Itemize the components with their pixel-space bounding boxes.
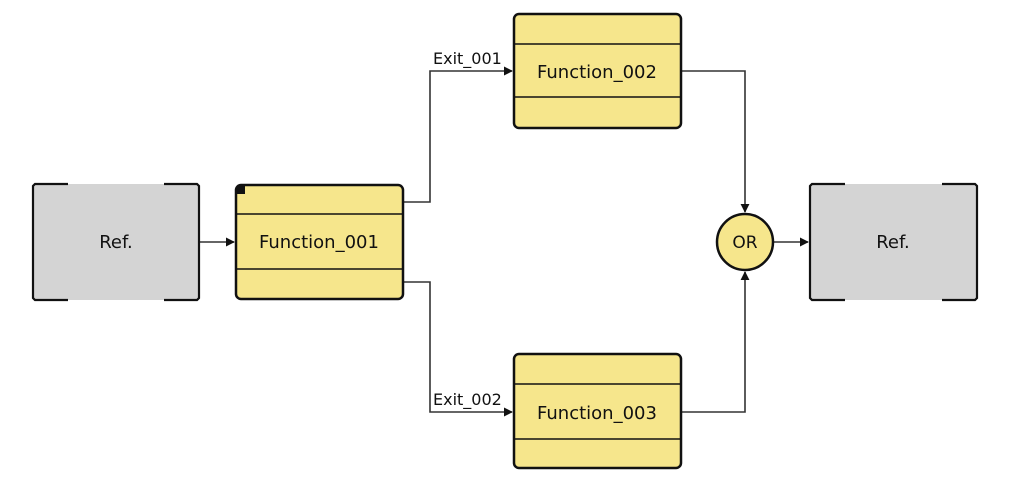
function-003-label: Function_003 (537, 403, 657, 424)
function-001-label: Function_001 (259, 232, 379, 253)
ref-right-label: Ref. (876, 232, 910, 253)
edge-exit-002[interactable] (403, 281, 513, 417)
or-gate-label: OR (732, 233, 757, 253)
ref-left-label: Ref. (99, 232, 133, 253)
exit-001-label: Exit_001 (433, 49, 502, 69)
ref-node-right[interactable]: Ref. (808, 182, 979, 302)
or-gate-node[interactable]: OR (715, 212, 775, 272)
exit-002-label: Exit_002 (433, 390, 502, 410)
edge-function-003-to-or[interactable] (682, 271, 750, 413)
edge-function-002-to-or[interactable] (682, 70, 750, 213)
function-node-002[interactable]: Function_002 (512, 12, 683, 130)
edge-exit-001[interactable] (403, 66, 513, 203)
function-node-003[interactable]: Function_003 (512, 352, 683, 470)
ref-node-left[interactable]: Ref. (31, 182, 201, 302)
function-node-001[interactable]: Function_001 (234, 183, 405, 301)
connectors (200, 66, 809, 417)
function-002-label: Function_002 (537, 62, 657, 83)
corner-marker-icon (237, 186, 245, 194)
